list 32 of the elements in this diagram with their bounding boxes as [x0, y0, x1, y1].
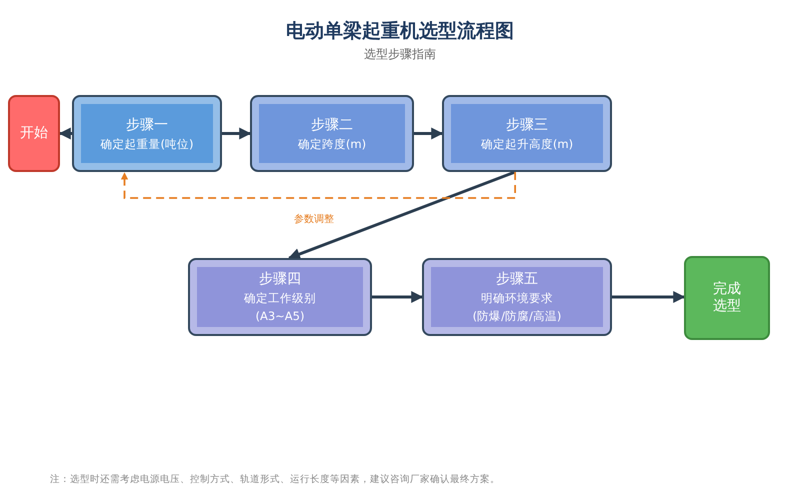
- step-note: (A3~A5): [256, 308, 304, 325]
- step-title: 步骤一: [126, 116, 168, 134]
- arrow: [288, 170, 516, 260]
- edge-label: 参数调整: [292, 212, 336, 226]
- end-label: 完成选型: [712, 281, 742, 315]
- process-box: [188, 258, 372, 336]
- step-title: 步骤二: [311, 116, 353, 134]
- arrow: [58, 128, 72, 140]
- step-title: 步骤五: [496, 270, 538, 289]
- start-label: 开始: [19, 125, 49, 142]
- feedback-arrow: [120, 172, 516, 199]
- step-description: 确定起重量(吨位): [100, 136, 194, 152]
- step-note: (防爆/防腐/高温): [472, 308, 562, 325]
- step-description: 明确环境要求: [481, 290, 553, 307]
- process-box: [442, 95, 612, 172]
- step-title: 步骤四: [259, 270, 301, 289]
- process-box: [422, 258, 612, 336]
- step-description: 确定起升高度(m): [480, 136, 574, 152]
- arrow: [222, 128, 252, 140]
- step-title: 步骤三: [506, 116, 548, 134]
- title: 电动单梁起重机选型流程图: [285, 19, 515, 44]
- arrow: [414, 128, 444, 140]
- subtitle: 选型步骤指南: [363, 46, 437, 63]
- process-box: [72, 95, 222, 172]
- footnote: 注：选型时还需考虑电源电压、控制方式、轨道形式、运行长度等因素，建议咨询厂家确认最终方案。: [50, 473, 500, 486]
- arrow: [612, 291, 686, 303]
- step-description: 确定跨度(m): [298, 136, 366, 152]
- end-box: [684, 256, 770, 340]
- arrow: [372, 291, 424, 303]
- process-box: [250, 95, 414, 172]
- step-description: 确定工作级别: [244, 290, 316, 307]
- start-box: [8, 95, 60, 172]
